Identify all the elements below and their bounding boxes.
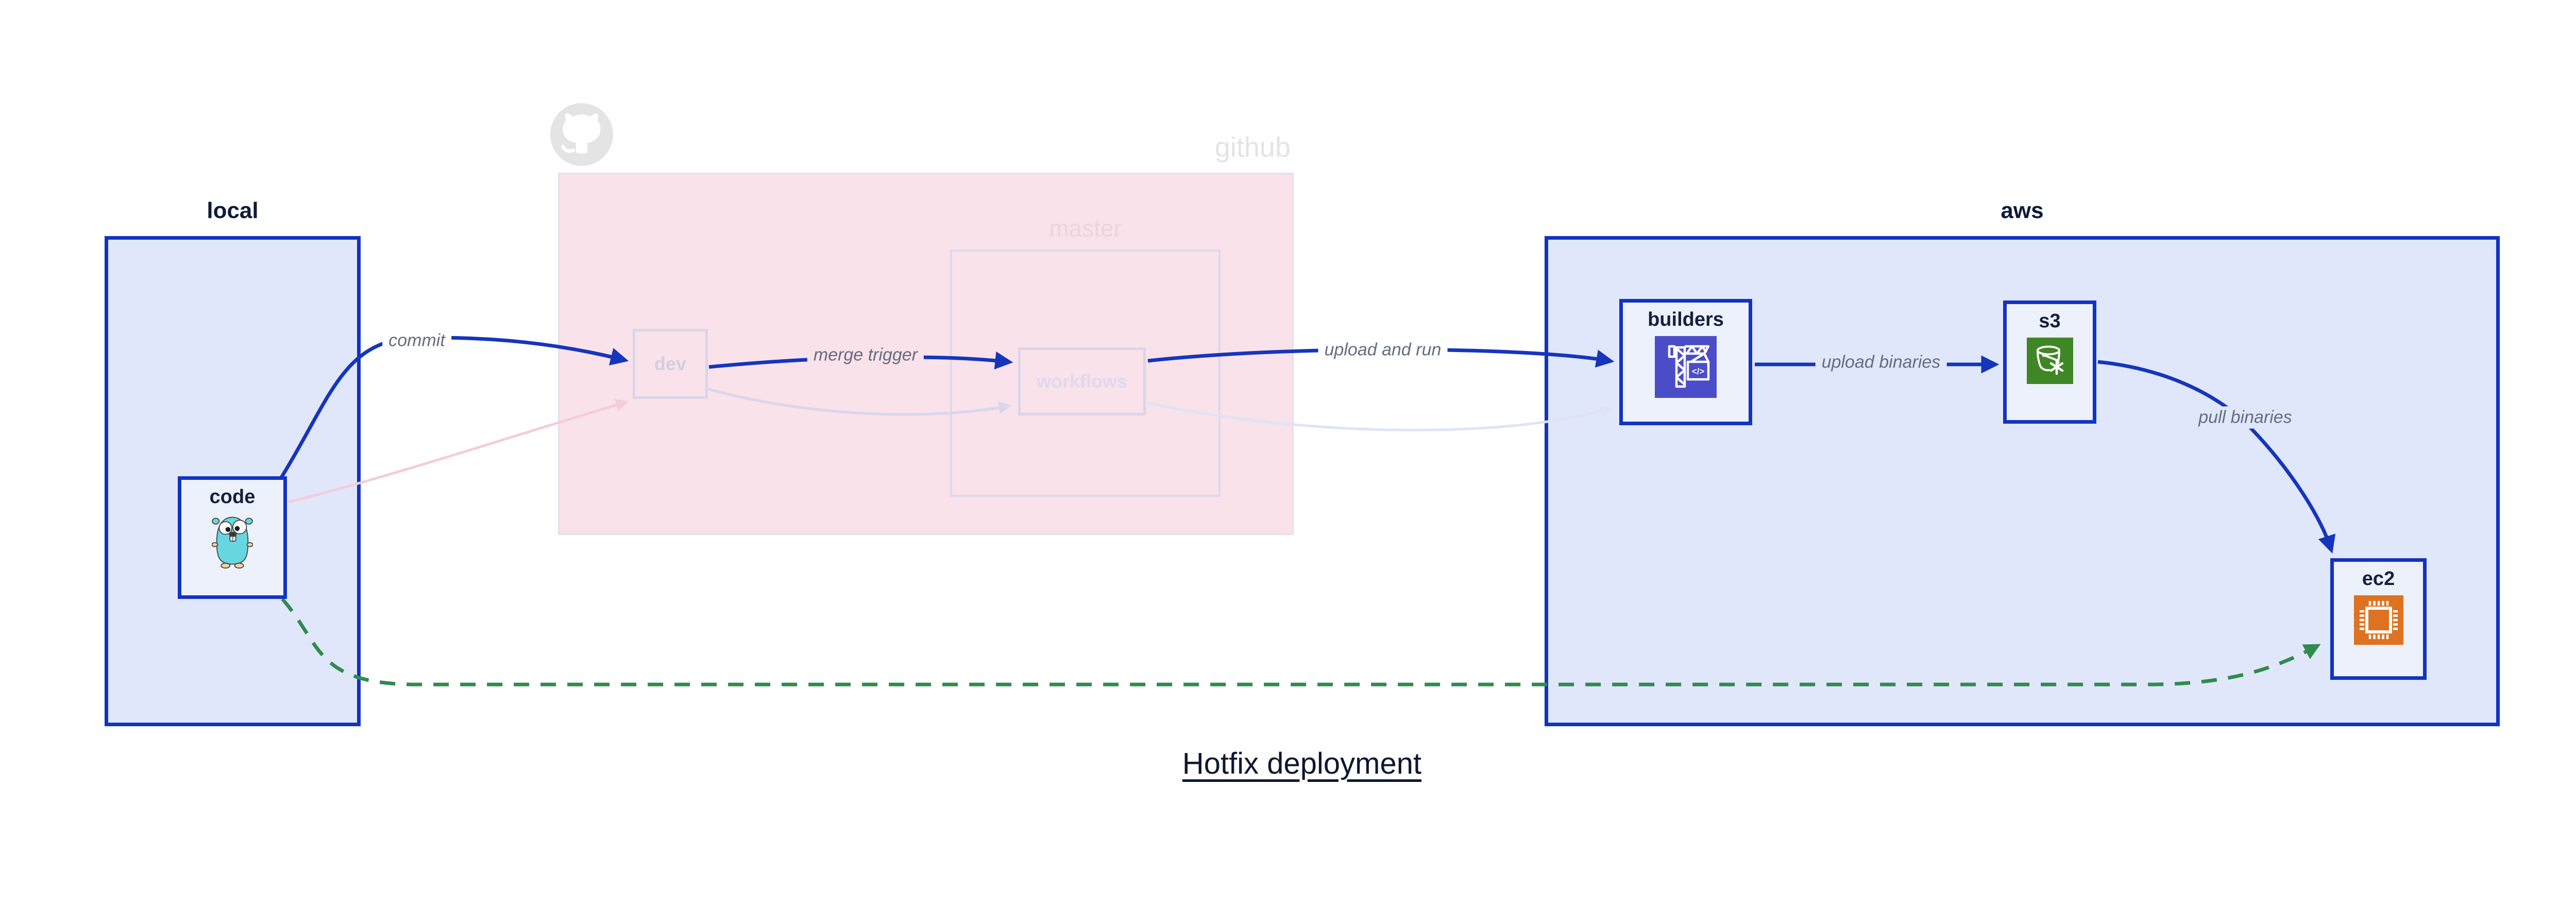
codebuild-code-glyph: </> bbox=[1692, 366, 1705, 376]
diagram-title-wrap: Hotfix deployment bbox=[0, 746, 2576, 781]
edge-label-upload-and-run: upload and run bbox=[1318, 339, 1448, 361]
node-workflows-label: workflows bbox=[1036, 371, 1128, 392]
node-workflows: workflows bbox=[1018, 347, 1146, 415]
node-ec2: ec2 bbox=[2330, 558, 2427, 680]
node-s3-label: s3 bbox=[2039, 310, 2061, 332]
github-octocat-icon bbox=[549, 102, 614, 167]
container-aws-label: aws bbox=[2001, 198, 2044, 223]
node-dev-label: dev bbox=[654, 353, 687, 374]
diagram-title: Hotfix deployment bbox=[1182, 747, 1422, 780]
go-gopher-icon bbox=[211, 513, 253, 569]
codebuild-crane-icon: </> bbox=[1655, 336, 1717, 398]
container-github-label: github bbox=[1214, 132, 1291, 163]
node-ec2-label: ec2 bbox=[2362, 568, 2395, 590]
node-code-label: code bbox=[209, 486, 256, 508]
s3-glacier-bucket-icon bbox=[2026, 338, 2073, 384]
edge-label-pull-binaries: pull binaries bbox=[2192, 406, 2298, 429]
container-master bbox=[950, 249, 1221, 497]
node-builders-label: builders bbox=[1648, 309, 1724, 330]
node-code: code bbox=[178, 476, 287, 599]
edge-label-merge-trigger: merge trigger bbox=[807, 344, 924, 366]
node-s3: s3 bbox=[2003, 300, 2096, 424]
ec2-chip-icon bbox=[2353, 595, 2403, 645]
node-dev: dev bbox=[633, 329, 708, 399]
container-master-label: master bbox=[1049, 215, 1122, 242]
edge-label-commit: commit bbox=[382, 329, 451, 352]
edge-label-upload-binaries: upload binaries bbox=[1815, 351, 1947, 374]
container-local-label: local bbox=[207, 198, 259, 223]
node-builders: builders </> bbox=[1619, 299, 1752, 425]
